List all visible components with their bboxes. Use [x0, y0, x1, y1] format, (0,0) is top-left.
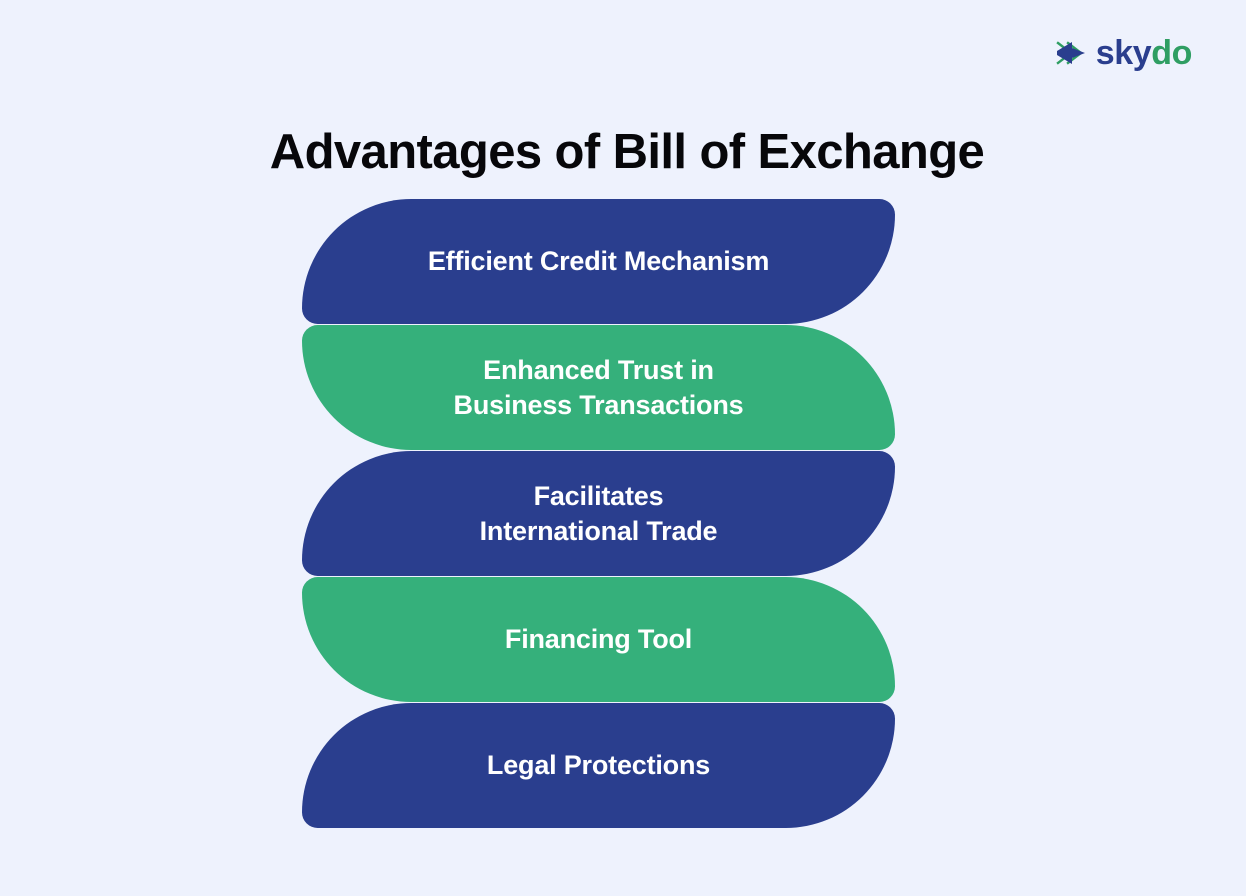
advantage-bar-4: Financing Tool: [302, 577, 895, 702]
brand-logo: skydo: [1055, 31, 1192, 75]
advantage-bar-2: Enhanced Trust in Business Transactions: [302, 325, 895, 450]
advantage-bar-1: Efficient Credit Mechanism: [302, 199, 895, 324]
brand-wordmark-do: do: [1151, 34, 1192, 72]
advantage-bar-5: Legal Protections: [302, 703, 895, 828]
skydo-chevron-icon: [1056, 41, 1085, 65]
advantage-label-2: Enhanced Trust in Business Transactions: [453, 355, 744, 420]
brand-wordmark-sky: sky: [1095, 34, 1152, 72]
advantages-stack: Efficient Credit Mechanism Enhanced Trus…: [302, 199, 895, 829]
advantage-label-5: Legal Protections: [486, 750, 711, 781]
advantage-label-4: Financing Tool: [504, 624, 693, 655]
brand-wordmark: skydo: [1095, 34, 1193, 72]
advantage-bar-3: Facilitates International Trade: [302, 451, 895, 576]
advantage-label-3: Facilitates International Trade: [479, 481, 718, 546]
page-title: Advantages of Bill of Exchange: [269, 124, 985, 179]
advantage-label-1: Efficient Credit Mechanism: [427, 246, 770, 277]
